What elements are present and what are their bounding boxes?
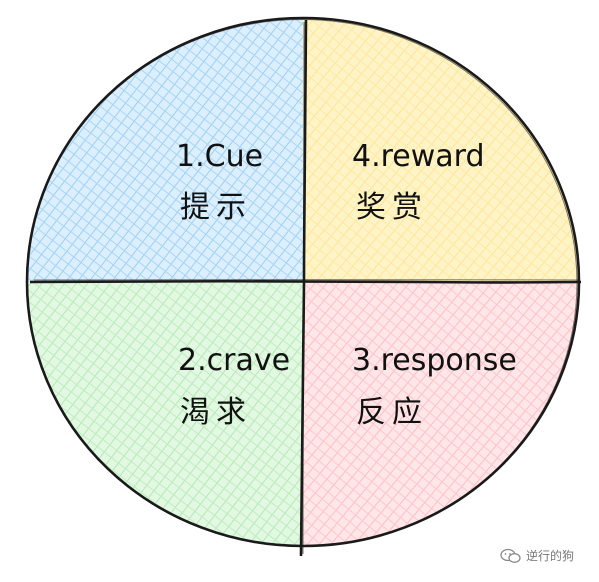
- quadrant-crave-title: 2.crave: [178, 343, 291, 378]
- watermark: 逆行的狗: [500, 547, 574, 564]
- quadrant-reward-subtitle: 奖赏: [356, 190, 428, 225]
- quadrant-response-fill: [303, 282, 579, 546]
- quadrant-crave-fill: [27, 282, 303, 546]
- quadrant-cue-fill: [27, 18, 303, 282]
- horizontal-divider: [29, 279, 582, 284]
- vertical-divider-stroke2: [302, 21, 305, 555]
- quadrant-cue-subtitle: 提示: [180, 190, 252, 225]
- wechat-icon: [500, 548, 521, 563]
- quadrant-reward-title: 4.reward: [352, 139, 485, 174]
- quadrant-cue-title: 1.Cue: [176, 139, 264, 174]
- quadrant-response-title: 3.response: [352, 343, 517, 378]
- quadrant-crave-subtitle: 渴求: [180, 395, 252, 430]
- watermark-text: 逆行的狗: [526, 549, 575, 563]
- quadrant-response-subtitle: 反应: [356, 395, 428, 430]
